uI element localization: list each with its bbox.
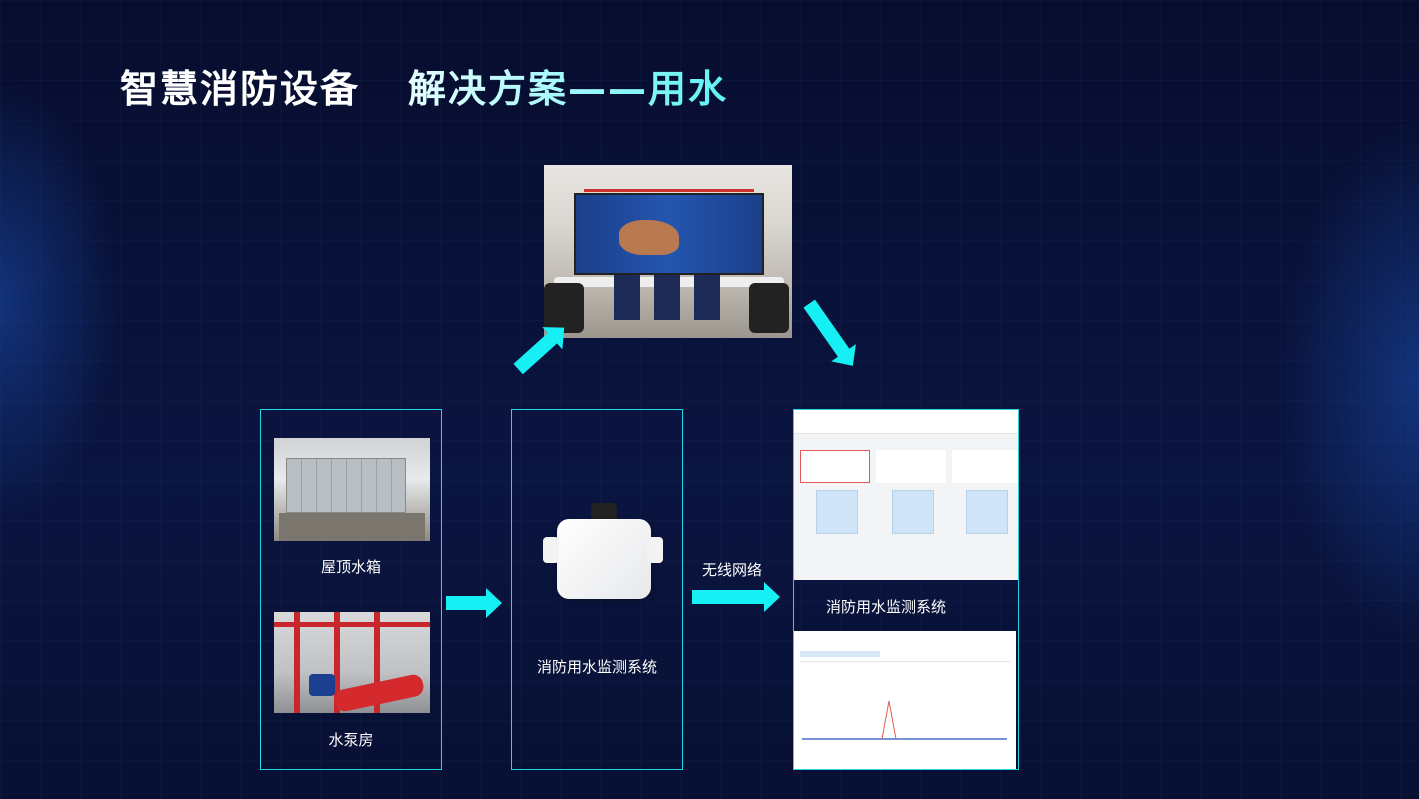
roof-water-tank-photo	[274, 438, 430, 541]
roof-water-tank-label: 屋顶水箱	[320, 558, 381, 576]
page-title: 智慧消防设备 解决方案——用水	[120, 58, 728, 113]
title-part1: 智慧消防设备	[120, 67, 361, 111]
arrow-up-right	[513, 331, 559, 375]
monitoring-device-box	[511, 409, 683, 770]
control-room-photo	[544, 165, 792, 338]
middle-system-label: 消防用水监测系统	[536, 658, 657, 676]
arrow-right-2	[692, 582, 780, 612]
wireless-network-label: 无线网络	[701, 561, 762, 579]
alarm-trend-chart	[802, 700, 1007, 740]
water-monitor-device-image	[543, 503, 663, 600]
monitoring-system-box	[793, 409, 1019, 770]
pump-room-label: 水泵房	[328, 731, 374, 749]
pump-room-photo	[274, 612, 430, 713]
device-list-screenshot	[794, 410, 1018, 580]
arrow-right-1	[446, 588, 502, 618]
title-part2: 解决方案——用水	[408, 67, 729, 111]
water-source-box	[260, 409, 442, 770]
device-detail-screenshot	[794, 631, 1016, 769]
right-system-label: 消防用水监测系统	[825, 598, 946, 616]
arrow-down-right	[803, 299, 851, 359]
